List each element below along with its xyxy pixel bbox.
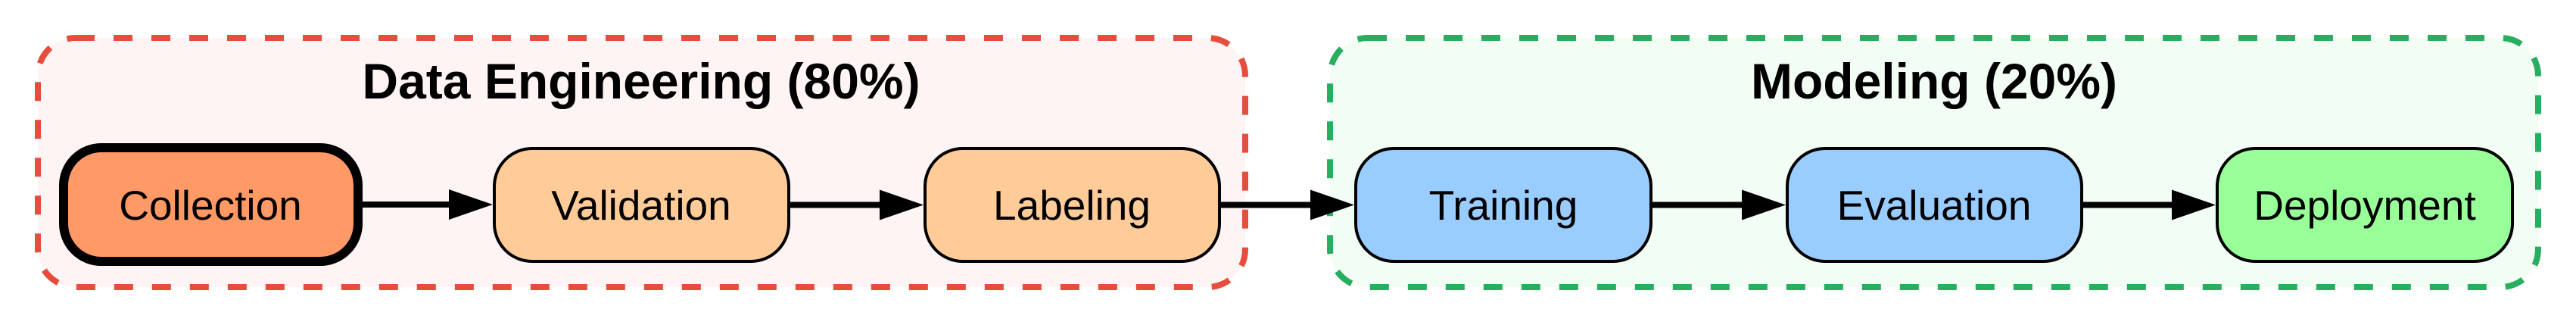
arrowhead-icon [2172,189,2216,220]
arrowhead-icon [880,189,924,220]
node-deployment[interactable]: Deployment [2216,147,2514,263]
edge-training-evaluation [1652,189,1786,220]
node-training[interactable]: Training [1354,147,1652,263]
node-labeling[interactable]: Labeling [924,147,1221,263]
edge-validation-labeling [790,189,924,220]
node-labeling-box[interactable] [924,147,1221,263]
node-collection-box[interactable] [59,143,363,266]
nodes-layer: Collection Validation Labeling Training … [59,143,2514,266]
node-evaluation-box[interactable] [1786,147,2083,263]
node-deployment-box[interactable] [2216,147,2514,263]
node-validation[interactable]: Validation [493,147,790,263]
edge-collection-validation [363,189,493,220]
node-validation-label: Validation [551,182,730,229]
node-deployment-label: Deployment [2254,182,2475,229]
node-evaluation[interactable]: Evaluation [1786,147,2083,263]
edge-labeling-training [1221,189,1354,220]
arrowhead-icon [1310,189,1354,220]
arrowhead-icon [449,189,493,220]
node-collection[interactable]: Collection [59,143,363,266]
edge-evaluation-deployment [2083,189,2216,220]
cluster-data-engineering-title: Data Engineering (80%) [362,53,920,109]
node-training-label: Training [1429,182,1578,229]
node-training-box[interactable] [1354,147,1652,263]
edges-layer [363,189,2216,220]
node-validation-box[interactable] [493,147,790,263]
clusters-layer: Data Engineering (80%) Modeling (20%) [35,35,2541,290]
node-labeling-label: Labeling [993,182,1151,229]
node-collection-label: Collection [119,182,302,229]
arrowhead-icon [1742,189,1786,220]
cluster-modeling-title: Modeling (20%) [1751,53,2117,109]
node-evaluation-label: Evaluation [1837,182,2032,229]
